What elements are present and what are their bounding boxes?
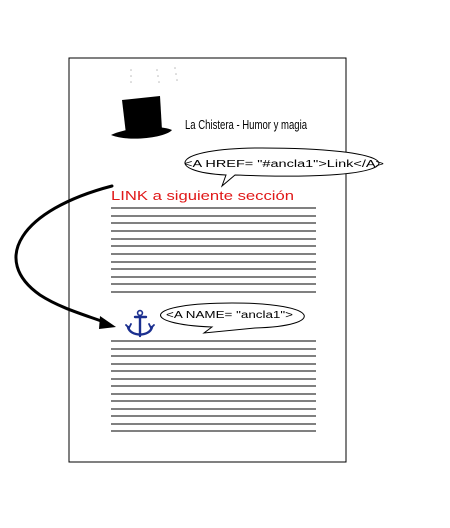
curved-arrow — [14, 184, 116, 329]
text-lines-block-2 — [111, 340, 316, 432]
page-title: La Chistera - Humor y magia — [185, 117, 308, 132]
link-text: LINK a siguiente sección — [111, 188, 294, 203]
text-lines-block-1 — [111, 207, 316, 293]
top-hat-icon — [111, 96, 172, 139]
name-bubble-text: <A NAME= "ancla1"> — [166, 310, 293, 321]
dotted-decoration — [130, 67, 178, 83]
anchor-icon — [125, 309, 155, 338]
href-bubble: <A HREF= "#ancla1">Link</A> — [184, 147, 384, 188]
document-page — [68, 57, 347, 463]
href-bubble-text: <A HREF= "#ancla1">Link</A> — [184, 159, 384, 170]
name-bubble: <A NAME= "ancla1"> — [160, 302, 305, 334]
